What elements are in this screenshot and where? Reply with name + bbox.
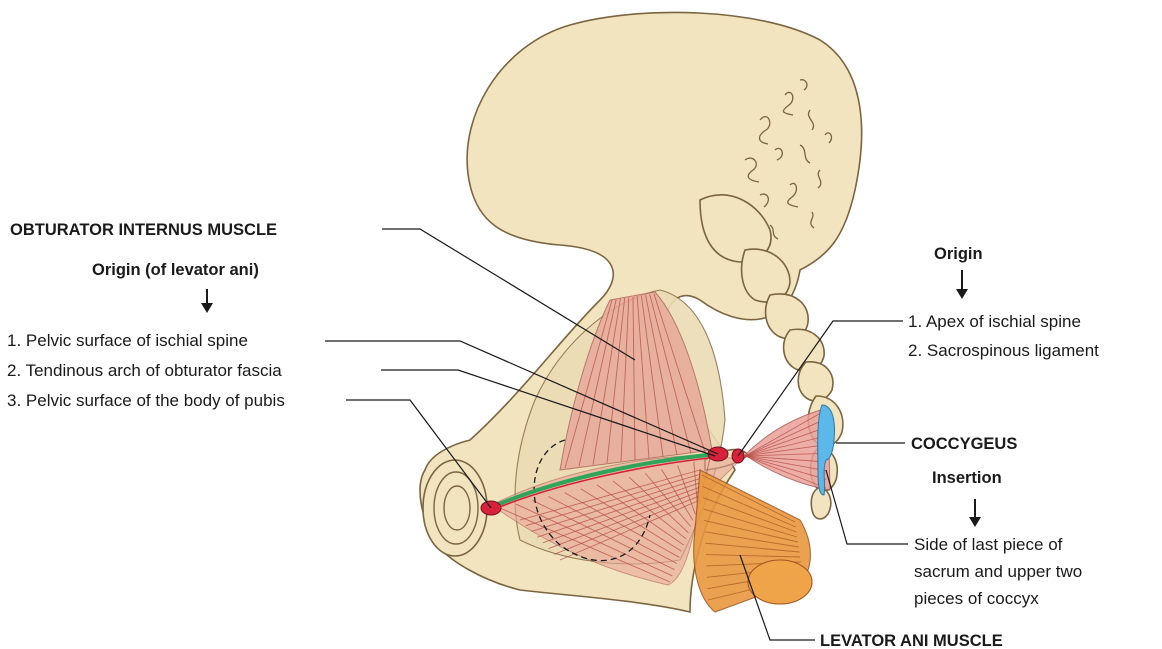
leader-insertion bbox=[826, 470, 908, 544]
down-arrow-icon bbox=[201, 289, 213, 313]
label-levator-ani: LEVATOR ANI MUSCLE bbox=[820, 632, 1003, 649]
label-origin-levator-ani: Origin (of levator ani) bbox=[92, 261, 259, 279]
label-origin-cc-1: 1. Apex of ischial spine bbox=[908, 312, 1081, 331]
label-origin-cc-2: 2. Sacrospinous ligament bbox=[908, 341, 1099, 360]
label-origin-la-2: 2. Tendinous arch of obturator fascia bbox=[7, 361, 282, 380]
label-origin-la-3: 3. Pelvic surface of the body of pubis bbox=[7, 391, 285, 410]
label-insertion-3: pieces of coccyx bbox=[914, 589, 1039, 608]
label-insertion-1: Side of last piece of bbox=[914, 535, 1063, 554]
label-insertion: Insertion bbox=[932, 469, 1002, 487]
label-insertion-2: sacrum and upper two bbox=[914, 562, 1082, 581]
coccygeus-muscle bbox=[745, 408, 830, 490]
down-arrow-icon bbox=[956, 270, 968, 299]
label-obturator-internus: OBTURATOR INTERNUS MUSCLE bbox=[10, 221, 277, 239]
down-arrow-icon bbox=[969, 499, 981, 527]
label-coccygeus: COCCYGEUS bbox=[911, 435, 1017, 453]
label-origin-coccygeus: Origin bbox=[934, 245, 983, 263]
label-origin-la-1: 1. Pelvic surface of ischial spine bbox=[7, 331, 248, 350]
